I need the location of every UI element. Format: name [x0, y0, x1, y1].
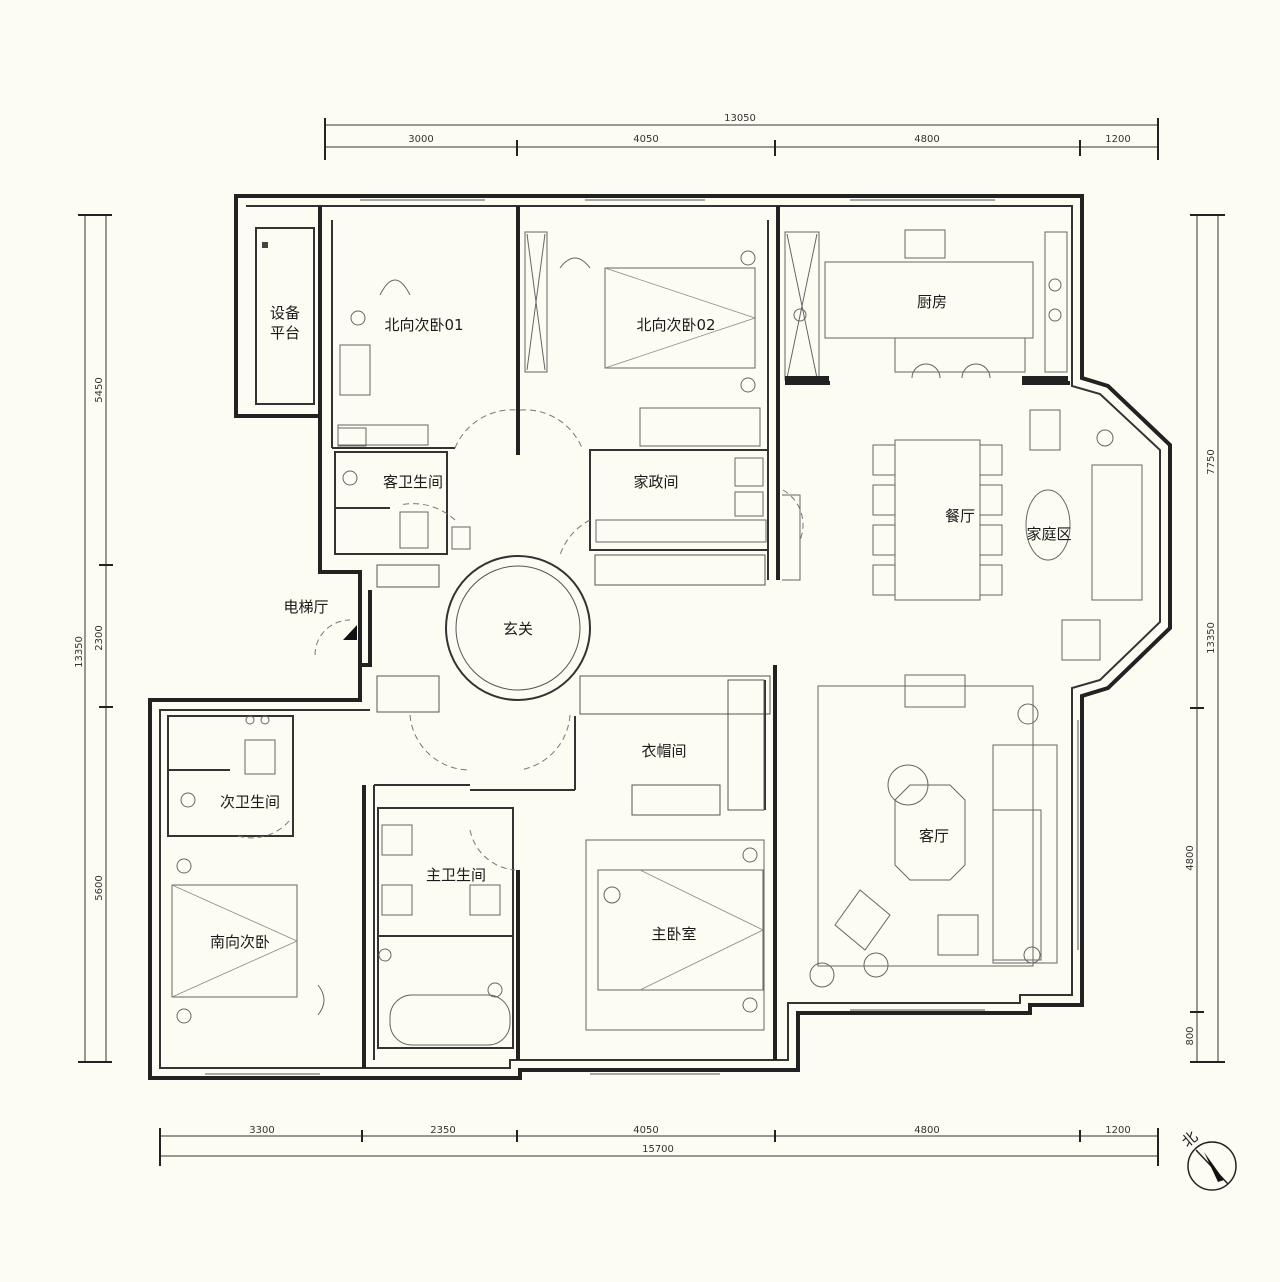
room-label-family-area: 家庭区: [1026, 525, 1071, 543]
bottom-total-dimension: 15700: [642, 1144, 674, 1155]
bottom-dimension-5: 1200: [1105, 1125, 1130, 1136]
bottom-dimension-4: 4800: [914, 1125, 939, 1136]
room-label-equipment-platform-line1: 设备: [270, 304, 300, 322]
right-dimension-1: 7750: [1206, 449, 1217, 474]
top-dimension-3: 4800: [914, 134, 939, 145]
right-dimension-2: 4800: [1185, 845, 1196, 870]
room-label-master-bathroom: 主卫生间: [426, 866, 486, 884]
room-label-housekeeping-room: 家政间: [633, 473, 678, 491]
exterior-walls: [148, 194, 1172, 1080]
left-dimension-2: 2300: [94, 625, 105, 650]
bottom-dimension-1: 3300: [249, 1125, 274, 1136]
door-swings: [237, 409, 804, 871]
room-labels: 设备 平台 北向次卧01 北向次卧02 厨房 客卫生间 家政间 餐厅 家庭区 电…: [210, 293, 1072, 951]
room-label-elevator-hall: 电梯厅: [283, 598, 328, 616]
right-dimension-3: 800: [1185, 1026, 1196, 1045]
furniture: [171, 229, 1143, 1046]
room-label-north-bedroom-02: 北向次卧02: [636, 316, 715, 334]
room-label-north-bedroom-01: 北向次卧01: [384, 316, 463, 334]
left-dimension-lines: [78, 214, 113, 1063]
interior-walls: [167, 206, 1070, 1068]
bottom-dimension-2: 2350: [430, 1125, 455, 1136]
room-label-south-bedroom: 南向次卧: [210, 933, 270, 951]
left-total-dimension: 13350: [74, 636, 85, 668]
top-dimension-lines: [324, 118, 1159, 160]
top-dimension-1: 3000: [408, 134, 433, 145]
room-label-foyer: 玄关: [503, 620, 533, 638]
north-compass: 北: [1178, 1127, 1237, 1191]
top-total-dimension: 13050: [724, 113, 756, 124]
right-total-dimension: 13350: [1206, 622, 1217, 654]
top-dimension-2: 4050: [633, 134, 658, 145]
north-arrow-icon: [1204, 1152, 1224, 1182]
room-label-kitchen: 厨房: [917, 293, 947, 311]
bottom-dimension-lines: [159, 1128, 1159, 1166]
top-dimension-4: 1200: [1105, 134, 1130, 145]
room-label-master-bedroom: 主卧室: [651, 925, 696, 943]
room-label-living-room: 客厅: [919, 827, 949, 845]
left-dimension-1: 5450: [94, 377, 105, 402]
right-dimension-lines: [1190, 214, 1225, 1063]
room-label-secondary-bathroom: 次卫生间: [220, 793, 280, 811]
bottom-dimension-3: 4050: [633, 1125, 658, 1136]
foyer-circle: [445, 555, 591, 701]
room-label-cloakroom: 衣帽间: [641, 742, 686, 760]
room-label-guest-bathroom: 客卫生间: [383, 473, 443, 491]
room-label-equipment-platform-line2: 平台: [270, 324, 300, 342]
left-dimension-3: 5600: [94, 875, 105, 900]
room-label-dining-room: 餐厅: [945, 507, 975, 525]
